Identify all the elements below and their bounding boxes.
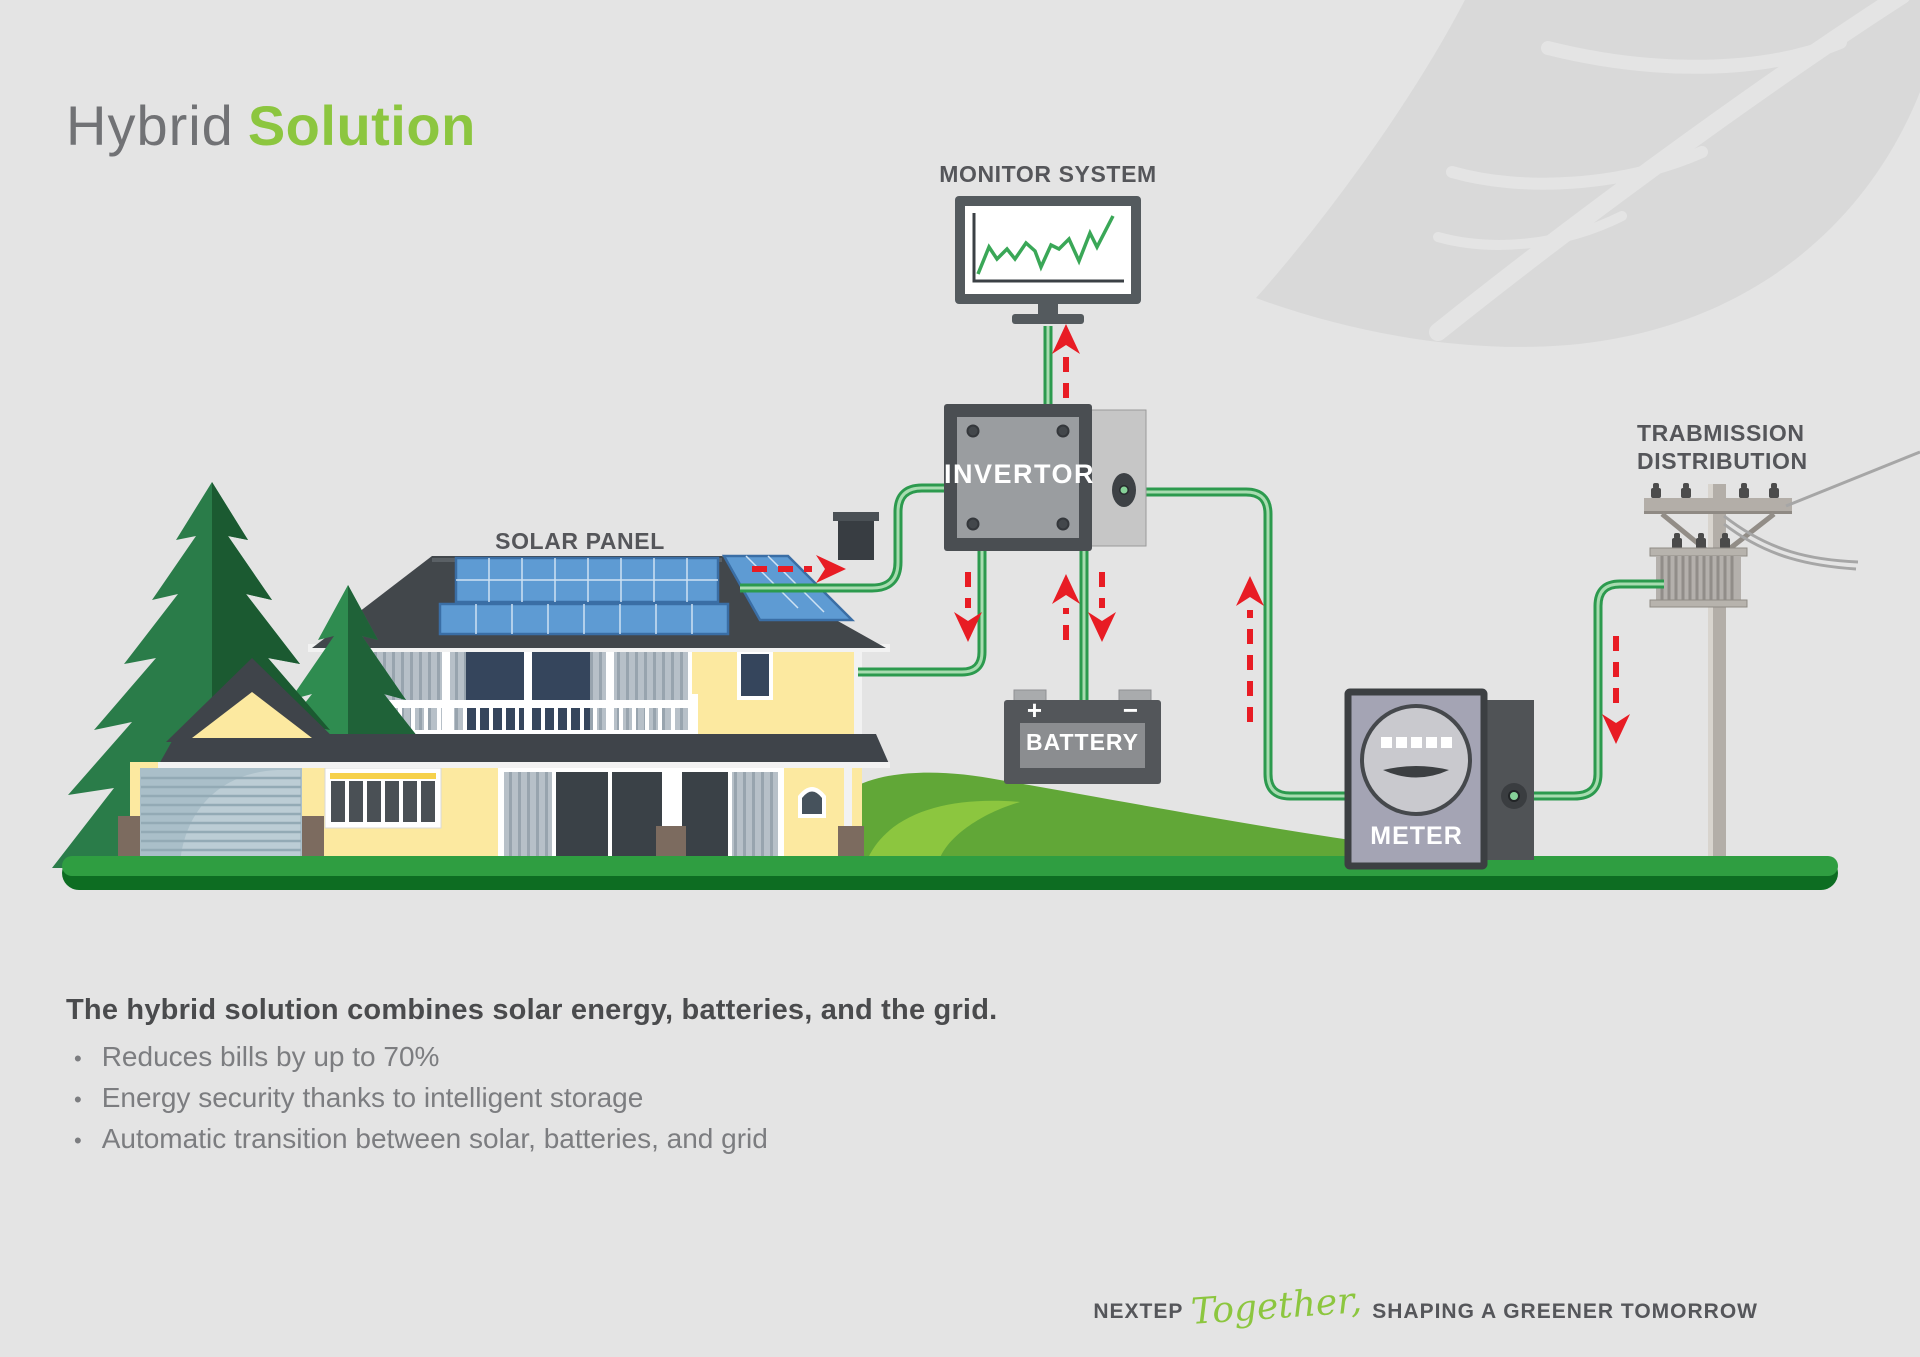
brand-tagline: SHAPING A GREENER TOMORROW: [1372, 1300, 1758, 1323]
sliding-doors: [498, 766, 784, 862]
chimney: [833, 512, 879, 560]
crossarm: [1644, 483, 1792, 552]
bullet-dot: •: [74, 1046, 82, 1071]
label-transmission-distribution: TRABMISSION DISTRIBUTION: [1637, 420, 1808, 474]
footer-brand-line: NEXTEP Together, SHAPING A GREENER TOMOR…: [1093, 1280, 1758, 1333]
garage-post-right: [302, 816, 324, 862]
bullet-item: •Automatic transition between solar, bat…: [74, 1123, 768, 1154]
lower-roof: [158, 734, 890, 768]
bullet-dot: •: [74, 1128, 82, 1153]
wire-meter-to-grid: [1512, 579, 1664, 801]
bullet-item: •Energy security thanks to intelligent s…: [74, 1082, 644, 1113]
garage-post-left: [118, 816, 140, 862]
ground-strip: [62, 856, 1838, 890]
label-monitor-system: MONITOR SYSTEM: [939, 161, 1157, 187]
leaf-watermark: [1256, 0, 1920, 347]
bullet-dot: •: [74, 1087, 82, 1112]
wires: [740, 326, 1664, 801]
meter-label: METER: [1370, 822, 1463, 850]
entry-gable: [166, 658, 338, 742]
description-bullets: •Reduces bills by up to 70% •Energy secu…: [66, 1041, 1266, 1155]
title-accent: Solution: [247, 94, 476, 157]
arched-window: [798, 787, 826, 818]
house: [308, 512, 890, 740]
description-heading: The hybrid solution combines solar energ…: [66, 994, 998, 1026]
inverter-box: [944, 404, 1147, 551]
monitor: [955, 196, 1141, 324]
brand-script-word: Together,: [1190, 1280, 1364, 1333]
battery-plus-sign: +: [1026, 695, 1044, 725]
battery-minus-sign: −: [1122, 695, 1140, 725]
bullet-item: •Reduces bills by up to 70%: [74, 1041, 440, 1072]
hybrid-solution-diagram: [52, 0, 1920, 890]
battery-box: [1004, 689, 1161, 784]
wire-inverter-to-house: [858, 545, 987, 677]
meter-box: [1344, 688, 1534, 870]
chart-axes: [972, 213, 1124, 283]
inverter-label: INVERTOR: [944, 459, 1096, 489]
transformer: [1649, 533, 1748, 608]
battery-label: BATTERY: [1025, 729, 1140, 755]
description-block: The hybrid solution combines solar energ…: [66, 994, 1266, 1155]
flow-arrows: [752, 324, 1630, 744]
utility-pole: [1644, 450, 1920, 884]
front-window: [324, 767, 442, 829]
grass-hill: [850, 772, 1490, 858]
garage-door: [140, 768, 302, 862]
house-ground-floor: [118, 658, 890, 862]
brand-name: NEXTEP: [1093, 1300, 1184, 1323]
house-second-floor: [328, 640, 862, 740]
chart-line: [976, 215, 1115, 275]
power-lines: [1723, 450, 1920, 571]
meter-dial: [1383, 766, 1449, 778]
label-solar-panel: SOLAR PANEL: [495, 528, 665, 554]
title-light: Hybrid: [66, 94, 234, 157]
